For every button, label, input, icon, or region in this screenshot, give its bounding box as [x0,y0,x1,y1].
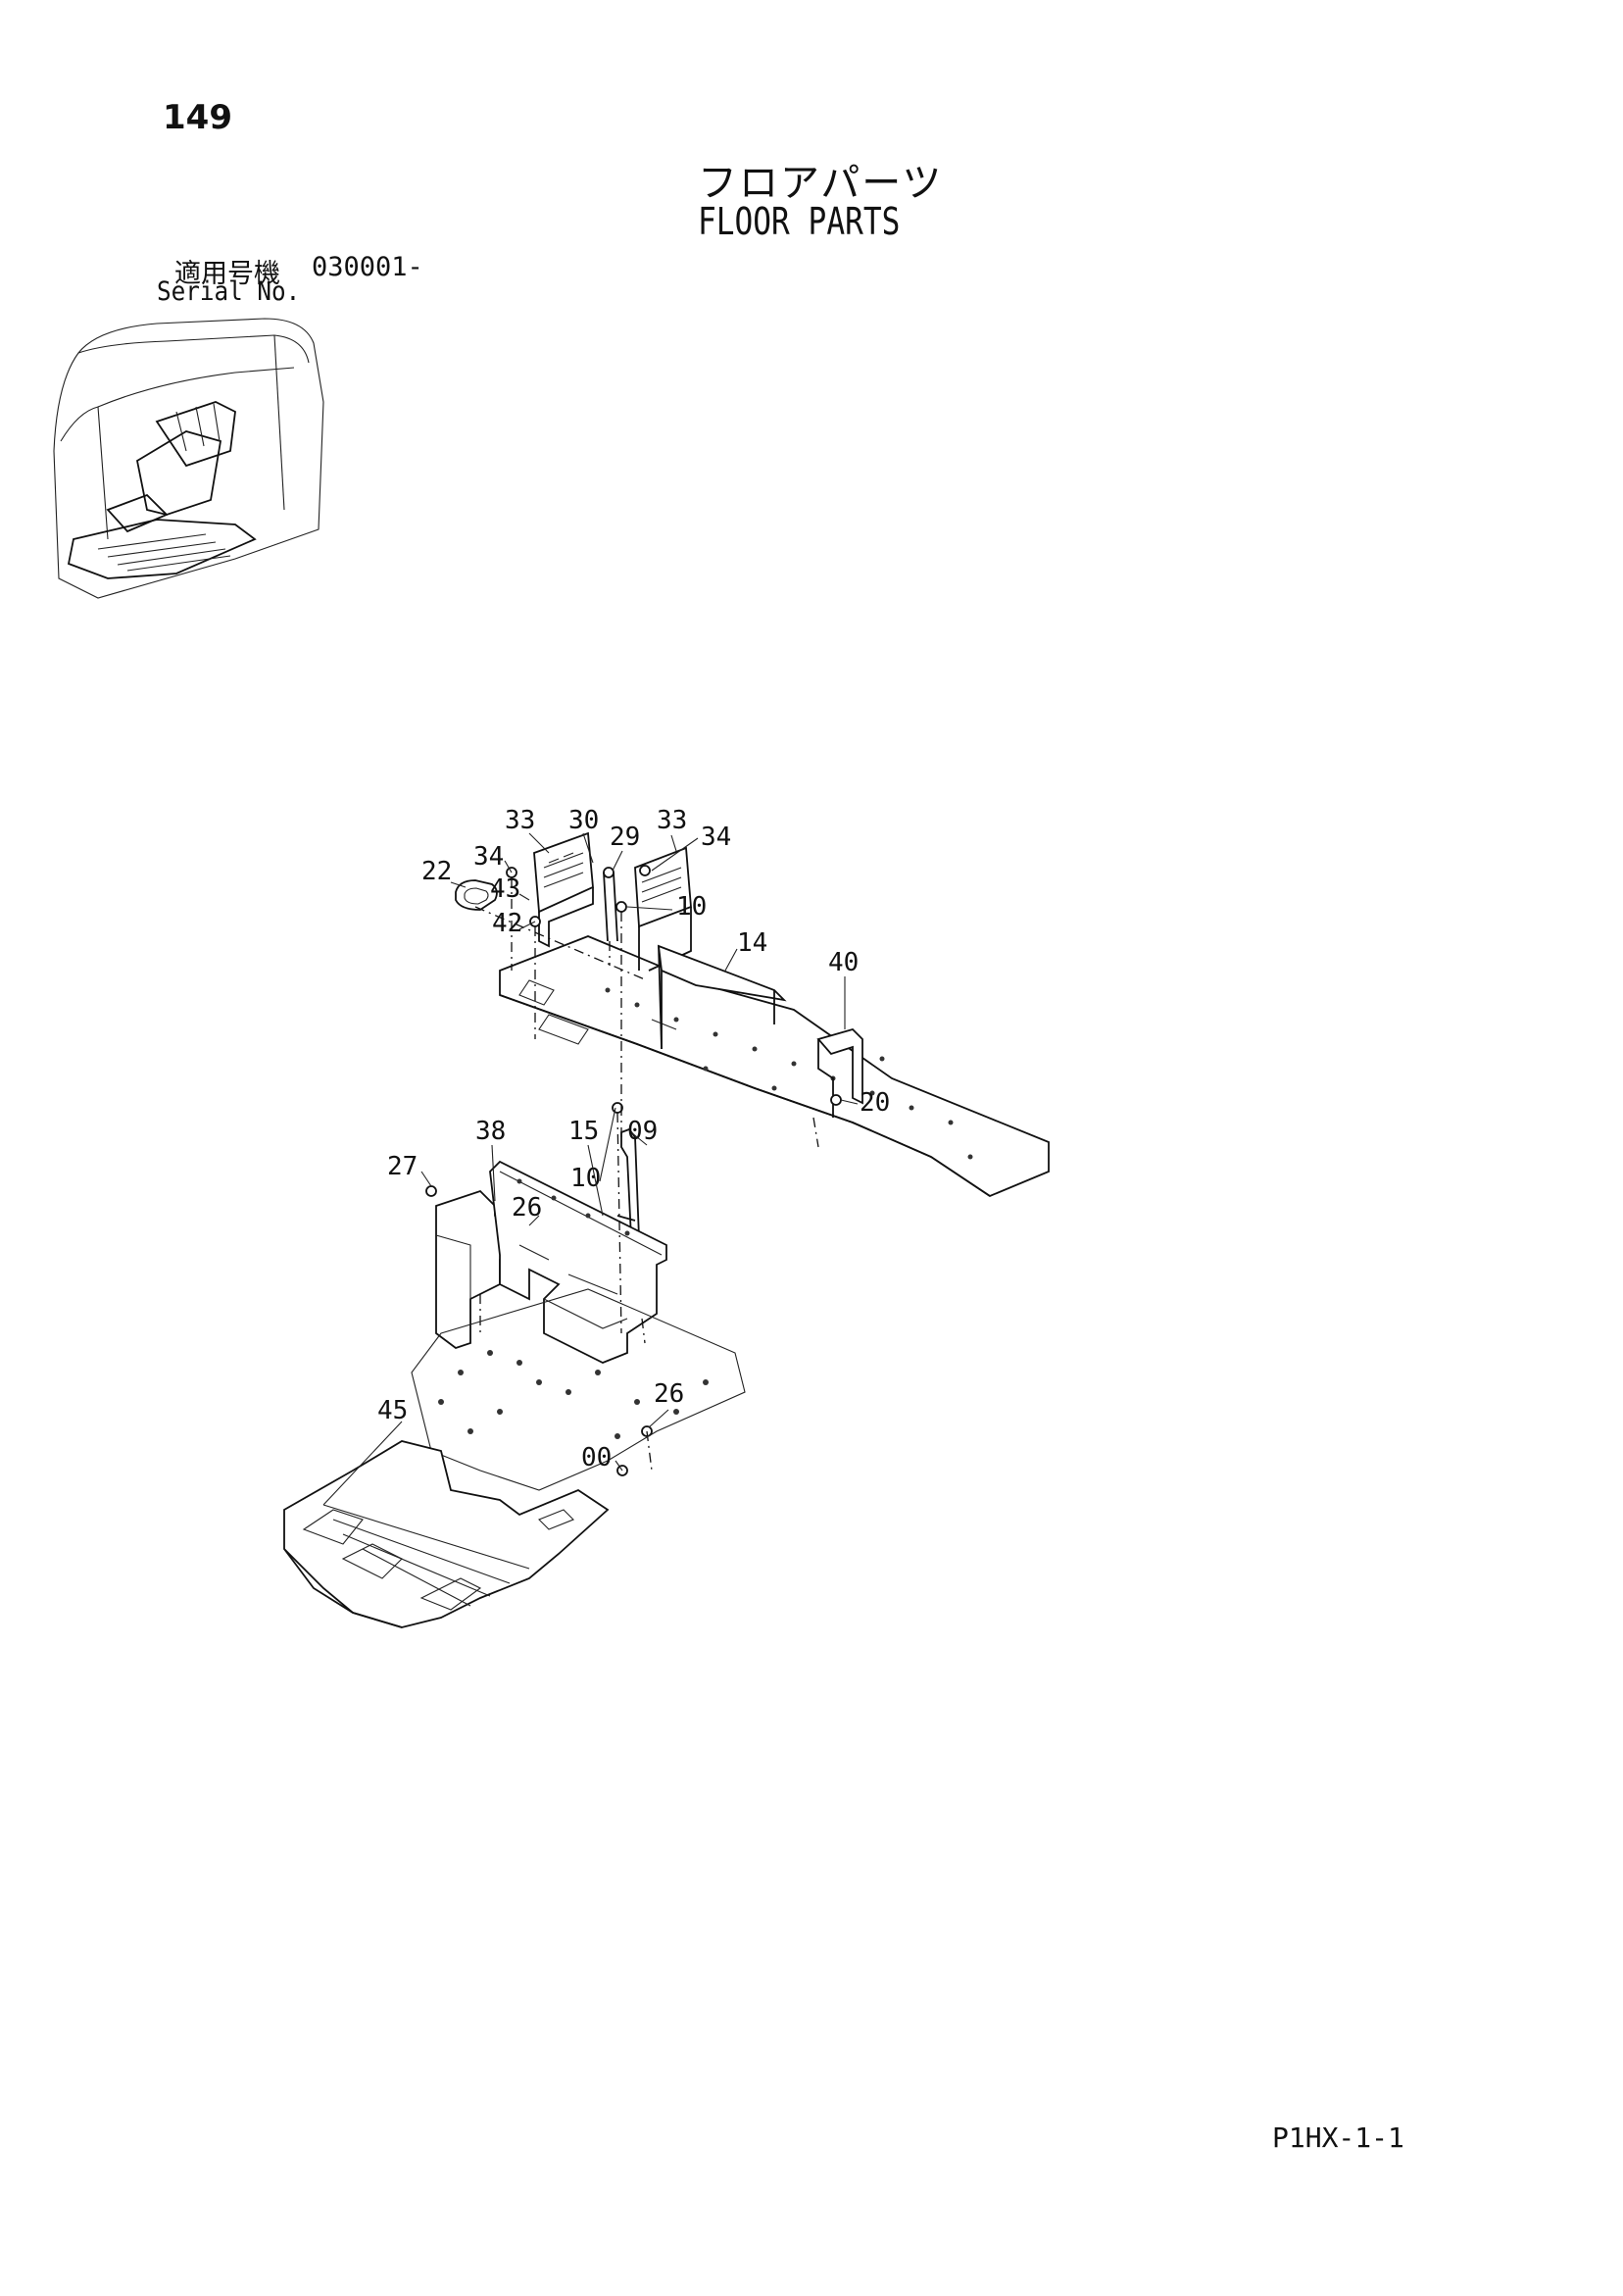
upper-floor-plate [499,935,1050,1198]
seal-22 [455,879,498,911]
callout-label: 38 [475,1117,506,1146]
serial-number-value: 030001- [312,252,423,282]
callout-label: 22 [421,857,452,886]
bracket-40 [816,1027,863,1118]
footer-code: P1HX-1-1 [1272,2121,1404,2154]
page-title-english: FLOOR PARTS [698,200,901,243]
center-cover-15 [489,1160,667,1364]
leader-lines [322,832,859,1506]
cab-outline [53,318,324,599]
serial-label-english: Serial No. [157,276,301,307]
thumbnail-floor-highlight [67,401,257,579]
pedal-rod [603,867,618,942]
callout-label: 45 [377,1396,408,1425]
callout-label: 33 [505,806,535,835]
page-title-japanese: フロアパーツ [698,161,944,206]
callout-label: 20 [860,1088,890,1118]
callout-label: 42 [492,909,522,938]
floor-base-plate [411,1288,746,1491]
callout-label: 14 [737,928,767,958]
callout-label: 30 [568,806,599,835]
callout-label: 29 [610,823,640,852]
left-pedal-bracket [533,831,594,948]
page-number: 149 [163,98,232,137]
bracket-14 [657,944,787,1050]
floor-parts-exploded-diagram: 33 30 29 33 34 34 22 43 10 42 14 40 20 3… [283,806,1050,1628]
cab-location-thumbnail [53,318,324,599]
assembly-dash-lines [474,877,819,1472]
callout-labels: 33 30 29 33 34 34 22 43 10 42 14 40 20 3… [377,806,890,1472]
callout-label: 26 [512,1193,542,1223]
callout-label: 33 [657,806,687,835]
callout-label: 27 [387,1152,418,1181]
callout-label: 26 [654,1379,684,1409]
callout-label: 40 [828,948,859,977]
callout-label: 34 [473,842,504,872]
callout-label: 34 [701,823,731,852]
callout-label: 43 [490,874,520,904]
callout-label: 10 [676,892,707,922]
floor-mat-45 [283,1440,610,1628]
callout-label: 10 [570,1164,601,1193]
callout-label: 15 [568,1117,599,1146]
callout-label: 00 [581,1443,612,1472]
serial-label-japanese: 適用号機 [174,259,280,289]
